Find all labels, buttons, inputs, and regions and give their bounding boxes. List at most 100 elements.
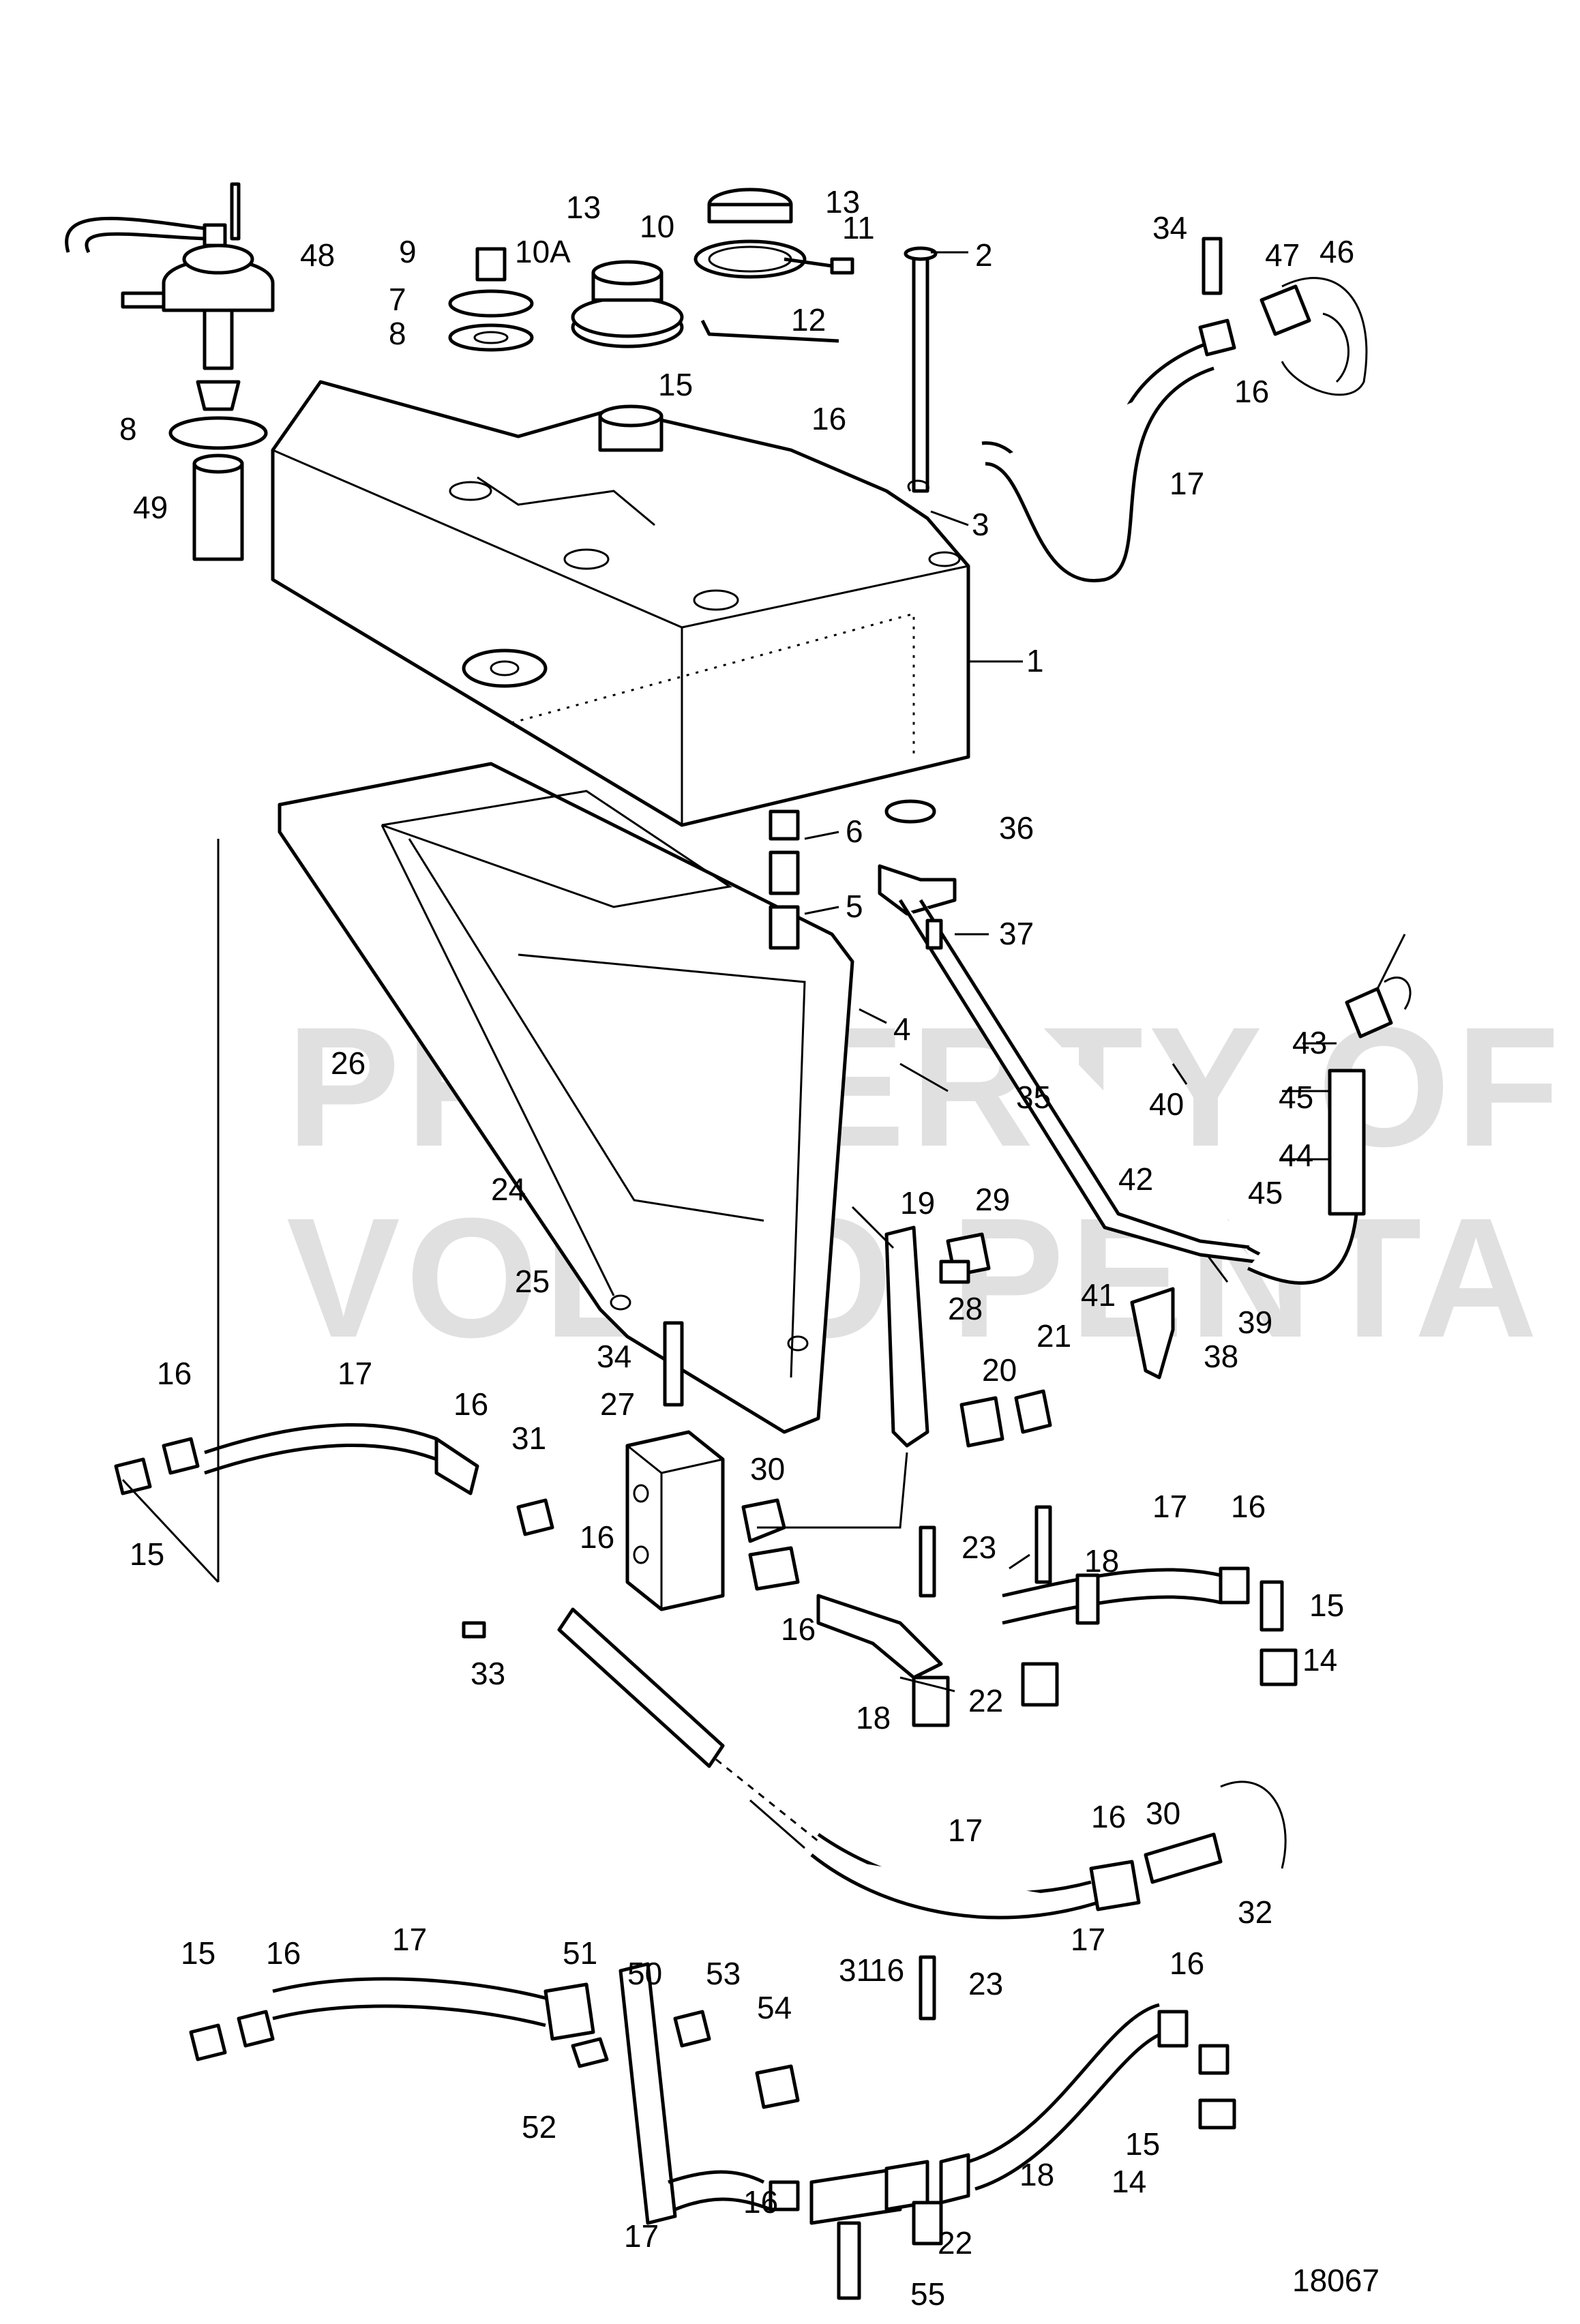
callout-17g: 17	[624, 2218, 659, 2254]
filler-assembly	[448, 188, 854, 352]
callout-55: 55	[910, 2276, 945, 2312]
callout-14a: 14	[1302, 1642, 1337, 1678]
callout-18c: 18	[1019, 2157, 1054, 2192]
hose-block-down	[557, 1607, 1287, 1920]
callout-19: 19	[900, 1185, 935, 1221]
callout-32: 32	[1238, 1894, 1272, 1930]
callout-25: 25	[515, 1264, 550, 1299]
callout-27: 27	[600, 1386, 635, 1422]
callout-14b: 14	[1112, 2164, 1146, 2199]
callout-10: 10	[640, 209, 674, 244]
hose-middle-right	[748, 1505, 1298, 1727]
callout-23a: 23	[962, 1530, 996, 1565]
callout-9: 9	[399, 234, 417, 269]
callout-52: 52	[522, 2109, 556, 2145]
callout-21: 21	[1037, 1318, 1071, 1354]
callout-47: 47	[1265, 237, 1300, 273]
callout-16l: 16	[743, 2184, 778, 2220]
callout-17a: 17	[1169, 466, 1204, 501]
callout-16d: 16	[453, 1386, 488, 1422]
callout-53: 53	[706, 1956, 741, 1991]
callout-4: 4	[893, 1011, 911, 1047]
callout-16i: 16	[266, 1935, 301, 1971]
tank-rod	[904, 246, 938, 493]
callout-15d: 15	[181, 1935, 215, 1971]
callout-13b: 13	[825, 184, 860, 220]
callout-17c: 17	[1152, 1489, 1187, 1524]
callout-16a: 16	[811, 401, 846, 436]
fuel-tank	[271, 380, 970, 827]
callout-34a: 34	[1152, 210, 1187, 245]
callout-42: 42	[1118, 1161, 1153, 1197]
callout-40: 40	[1149, 1086, 1184, 1122]
callout-5: 5	[846, 889, 863, 924]
callout-16g: 16	[1231, 1489, 1266, 1524]
fuel-filter-assembly	[65, 182, 275, 561]
callout-51: 51	[563, 1935, 597, 1971]
callout-11: 11	[842, 210, 875, 245]
callout-17e: 17	[392, 1922, 427, 1957]
callout-2: 2	[975, 237, 993, 273]
callout-49: 49	[133, 490, 168, 525]
callout-39: 39	[1238, 1305, 1272, 1340]
callout-22a: 22	[968, 1683, 1003, 1718]
callout-33: 33	[471, 1656, 505, 1691]
callout-7: 7	[389, 282, 406, 317]
callout-18b: 18	[856, 1700, 891, 1735]
callout-8a: 8	[389, 316, 406, 351]
callout-16c: 16	[157, 1356, 192, 1391]
callout-16j: 16	[869, 1952, 904, 1988]
callout-22b: 22	[938, 2225, 972, 2261]
callout-35: 35	[1016, 1079, 1051, 1115]
callout-23b: 23	[968, 1966, 1003, 2001]
callout-16f: 16	[781, 1611, 816, 1647]
callout-36: 36	[999, 810, 1034, 846]
callout-1: 1	[1026, 643, 1044, 679]
diagram-number: 18067	[1292, 2263, 1380, 2298]
callout-26: 26	[331, 1045, 366, 1081]
tank-bracket	[278, 762, 854, 1434]
callout-13a: 13	[566, 190, 601, 225]
callout-45a: 45	[1279, 1079, 1313, 1115]
callout-44: 44	[1279, 1137, 1313, 1173]
suction-pipe	[878, 864, 1255, 1380]
callout-labels: 1 2 3 4 5 6 7 8 8 9 10 10A 11 12 13 13 1…	[119, 184, 1380, 2312]
callout-24: 24	[491, 1172, 526, 1207]
hose-left-middle	[114, 1423, 479, 1495]
callout-48: 48	[300, 237, 335, 273]
callout-17b: 17	[338, 1356, 372, 1391]
callout-18a: 18	[1084, 1543, 1119, 1579]
return-hose-right	[1247, 977, 1412, 1285]
pipe-bracket	[884, 1225, 1052, 1448]
callout-30b: 30	[1146, 1796, 1180, 1831]
callout-15e: 15	[1125, 2126, 1160, 2162]
callout-12: 12	[791, 302, 826, 338]
callout-15b: 15	[130, 1536, 164, 1572]
callout-15c: 15	[1309, 1588, 1344, 1623]
callout-45b: 45	[1248, 1175, 1283, 1210]
callout-17f: 17	[1071, 1922, 1105, 1957]
callout-6: 6	[846, 814, 863, 849]
callout-10a: 10A	[515, 234, 571, 269]
callout-41: 41	[1081, 1277, 1116, 1313]
vent-hose-top	[981, 237, 1368, 582]
callout-54: 54	[757, 1990, 792, 2025]
callout-34b: 34	[597, 1339, 631, 1374]
callout-16b: 16	[1234, 374, 1269, 409]
callout-20: 20	[982, 1352, 1017, 1388]
callout-31b: 31	[839, 1952, 874, 1988]
callout-29: 29	[975, 1182, 1010, 1217]
callout-3: 3	[972, 507, 989, 542]
spacers	[769, 799, 936, 950]
callout-50: 50	[627, 1956, 662, 1991]
distribution-block	[462, 1321, 786, 1639]
callout-31a: 31	[511, 1420, 546, 1456]
bottom-assembly	[189, 1955, 1236, 2300]
callout-46: 46	[1320, 234, 1354, 269]
callout-16e: 16	[580, 1519, 614, 1555]
callout-15a: 15	[658, 367, 693, 402]
callout-8b: 8	[119, 411, 137, 447]
callout-28: 28	[948, 1291, 983, 1326]
callout-38: 38	[1204, 1339, 1238, 1374]
